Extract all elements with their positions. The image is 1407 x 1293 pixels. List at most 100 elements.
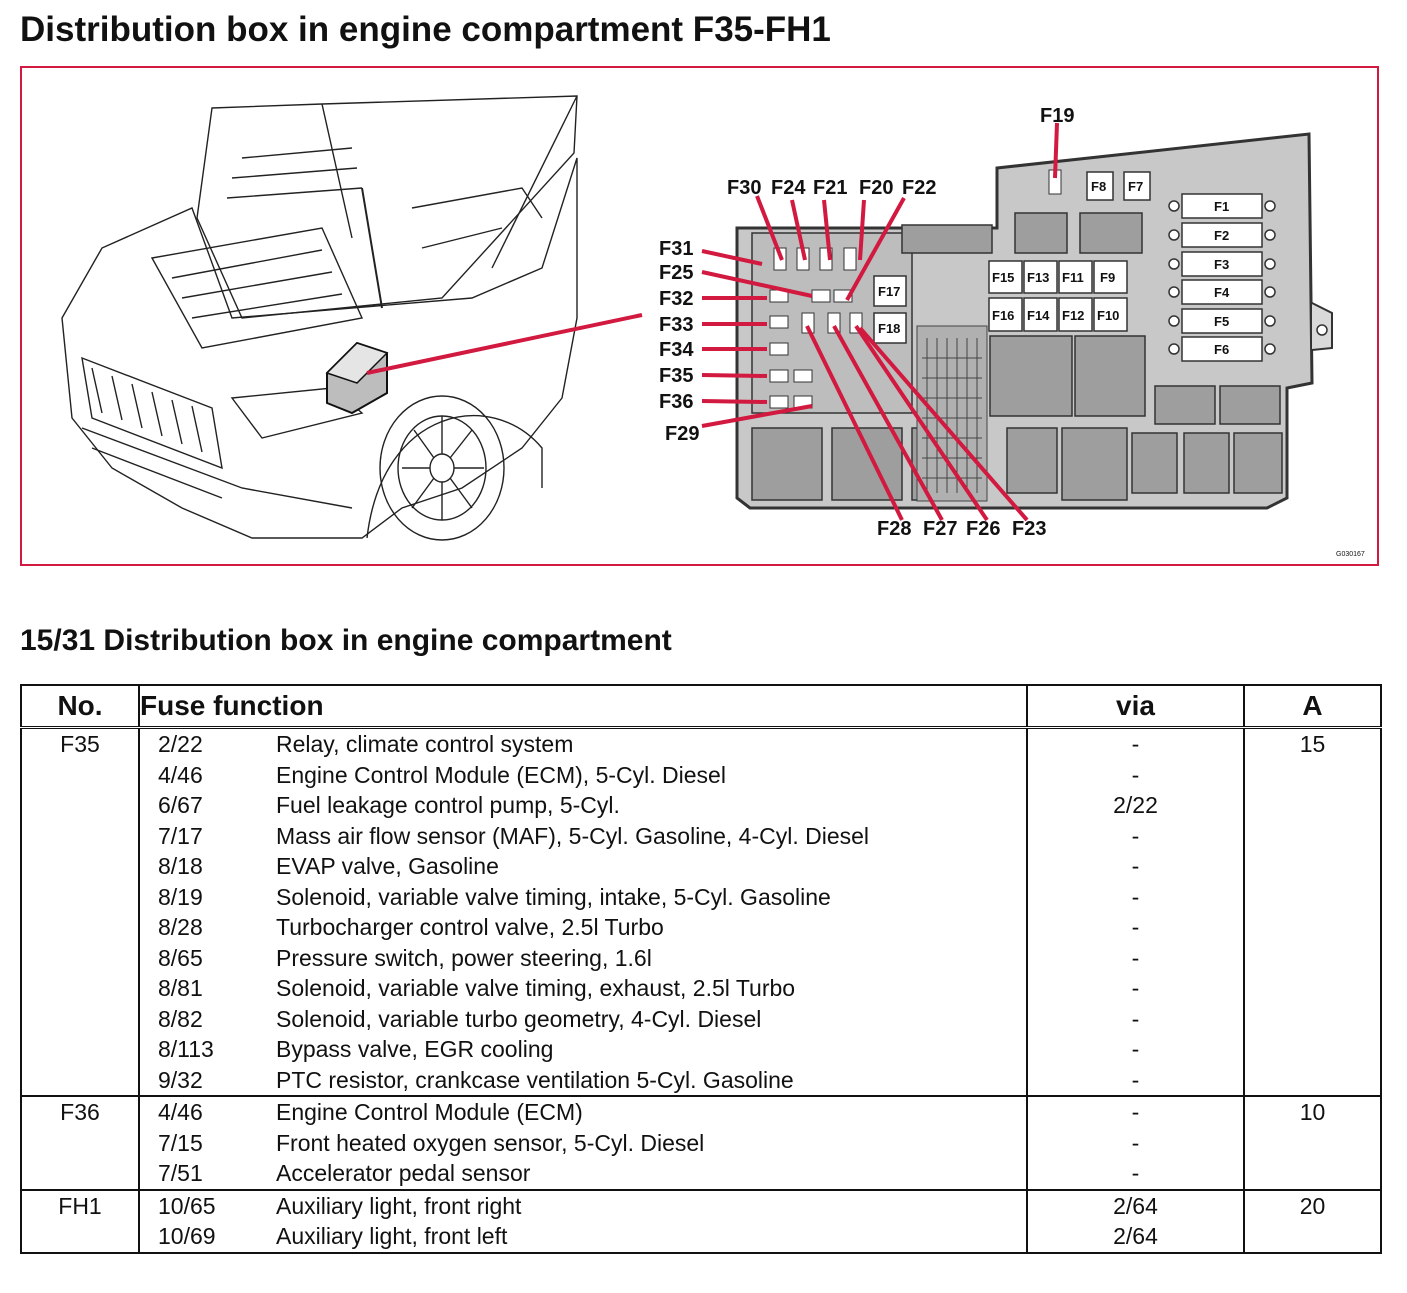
component-code: 10/65 <box>158 1192 216 1219</box>
component-code: 8/81 <box>158 975 203 1001</box>
fuse-description: Mass air flow sensor (MAF), 5-Cyl. Gasol… <box>276 822 870 849</box>
table-row: 7/51 Accelerator pedal sensor <box>140 1158 1026 1189</box>
label-f21: F21 <box>813 177 847 199</box>
table-row: 8/81 Solenoid, variable valve timing, exh… <box>140 973 1026 1004</box>
table-row: 2/22 Relay, climate control system <box>140 729 1026 760</box>
fuse-number: F35 <box>60 731 100 757</box>
fuse-number: F36 <box>60 1099 100 1125</box>
label-f31: F31 <box>659 238 693 260</box>
via-value: 2/64 <box>1113 1192 1158 1219</box>
amperage: 10 <box>1299 1099 1326 1125</box>
fuse-description: Solenoid, variable turbo geometry, 4-Cyl… <box>276 1005 762 1032</box>
fuse-f3: F3 <box>1214 257 1229 272</box>
label-f22: F22 <box>902 177 936 199</box>
via-value: - <box>1131 944 1140 971</box>
fuse-description: Engine Control Module (ECM) <box>276 1099 583 1125</box>
fuse-description: Auxiliary light, front right <box>276 1192 522 1219</box>
label-f26: F26 <box>966 518 1000 540</box>
component-code: 7/15 <box>158 1129 203 1156</box>
fuse-description: PTC resistor, crankcase ventilation 5-Cy… <box>276 1066 794 1093</box>
table-row: 6/67 Fuel leakage control pump, 5-Cyl. <box>140 790 1026 821</box>
fuse-f1: F1 <box>1214 199 1229 214</box>
header-no: No. <box>20 684 140 729</box>
via-value: - <box>1131 914 1140 940</box>
fuse-description: EVAP valve, Gasoline <box>276 853 499 879</box>
fuse-f18: F18 <box>878 321 900 336</box>
via-value: - <box>1131 1005 1140 1032</box>
via-value: - <box>1131 975 1140 1001</box>
fuse-pointer-lines <box>701 122 1059 522</box>
car-illustration <box>61 95 578 541</box>
fuse-box-figure: F17 F18 F8 F7 F15 F13 F11 F9 F16 F14 F12… <box>20 66 1379 566</box>
fuse-f15: F15 <box>992 270 1014 285</box>
component-code: 9/32 <box>158 1066 203 1093</box>
component-code: 8/82 <box>158 1005 203 1032</box>
fuse-description: Relay, climate control system <box>276 731 574 757</box>
label-f19: F19 <box>1040 105 1074 127</box>
fuse-f7: F7 <box>1128 179 1143 194</box>
section-title: 15/31 Distribution box in engine compart… <box>20 624 672 657</box>
via-value: - <box>1131 1099 1140 1125</box>
amperage: 20 <box>1299 1192 1326 1219</box>
fuse-description: Accelerator pedal sensor <box>276 1160 531 1186</box>
table-row: 8/82 Solenoid, variable turbo geometry, 4… <box>140 1004 1026 1035</box>
table-group-f35: F35 2/22 Relay, climate control system 4/… <box>20 727 1382 1097</box>
table-row: 7/15 Front heated oxygen sensor, 5-Cyl. D… <box>140 1128 1026 1159</box>
inner-fuse-text: F17 F18 F8 F7 F15 F13 F11 F9 F16 F14 F12… <box>878 179 1143 336</box>
component-code: 8/113 <box>158 1036 214 1062</box>
fuse-f10: F10 <box>1097 308 1119 323</box>
via-value: - <box>1131 1160 1140 1186</box>
fuse-f12: F12 <box>1062 308 1084 323</box>
component-code: 7/17 <box>158 822 203 849</box>
fuse-description: Solenoid, variable valve timing, exhaust… <box>276 975 796 1001</box>
fuse-f4: F4 <box>1214 285 1230 300</box>
fuse-description: Bypass valve, EGR cooling <box>276 1036 554 1062</box>
inner-fuse-labels <box>873 171 1151 344</box>
via-value: - <box>1131 883 1140 910</box>
label-f23: F23 <box>1012 518 1046 540</box>
via-value: - <box>1131 1066 1140 1093</box>
fuse-f16: F16 <box>992 308 1014 323</box>
table-row: 9/32 PTC resistor, crankcase ventilation … <box>140 1065 1026 1096</box>
via-value: 2/22 <box>1113 792 1158 818</box>
image-code: G030167 <box>1336 551 1365 558</box>
header-function: Fuse function <box>138 684 1028 729</box>
via-value: - <box>1131 1036 1140 1062</box>
fuse-description: Solenoid, variable valve timing, intake,… <box>276 883 831 910</box>
amperage: 15 <box>1299 731 1326 757</box>
figure-svg: F17 F18 F8 F7 F15 F13 F11 F9 F16 F14 F12… <box>61 95 1365 558</box>
fuse-description: Fuel leakage control pump, 5-Cyl. <box>276 792 620 818</box>
component-code: 10/69 <box>158 1223 216 1249</box>
fuse-f17: F17 <box>878 284 900 299</box>
fuse-f2: F2 <box>1214 228 1229 243</box>
label-f32: F32 <box>659 288 693 310</box>
fuse-f9: F9 <box>1100 270 1115 285</box>
table-row: 8/113 Bypass valve, EGR cooling <box>140 1034 1026 1065</box>
label-f34: F34 <box>659 339 694 361</box>
component-code: 2/22 <box>158 731 203 757</box>
fuse-description: Front heated oxygen sensor, 5-Cyl. Diese… <box>276 1129 705 1156</box>
table-row: 7/17 Mass air flow sensor (MAF), 5-Cyl. G… <box>140 821 1026 852</box>
fuse-description: Turbocharger control valve, 2.5l Turbo <box>276 914 664 940</box>
right-fuse-column: F1 F2 F3 F4 F5 F6 <box>1168 193 1276 362</box>
table-row: 10/65 Auxiliary light, front right <box>140 1191 1026 1222</box>
fuse-f14: F14 <box>1027 308 1050 323</box>
fuse-f8: F8 <box>1091 179 1106 194</box>
component-code: 6/67 <box>158 792 203 818</box>
fuse-f6: F6 <box>1214 342 1229 357</box>
page-title: Distribution box in engine compartment F… <box>20 10 831 49</box>
fuse-description: Auxiliary light, front left <box>276 1223 508 1249</box>
via-value: - <box>1131 731 1140 757</box>
component-code: 7/51 <box>158 1160 203 1186</box>
fuse-f5: F5 <box>1214 314 1229 329</box>
header-amp: A <box>1243 684 1382 729</box>
via-value: - <box>1131 853 1140 879</box>
via-value: - <box>1131 761 1140 788</box>
via-value: 2/64 <box>1113 1223 1158 1249</box>
